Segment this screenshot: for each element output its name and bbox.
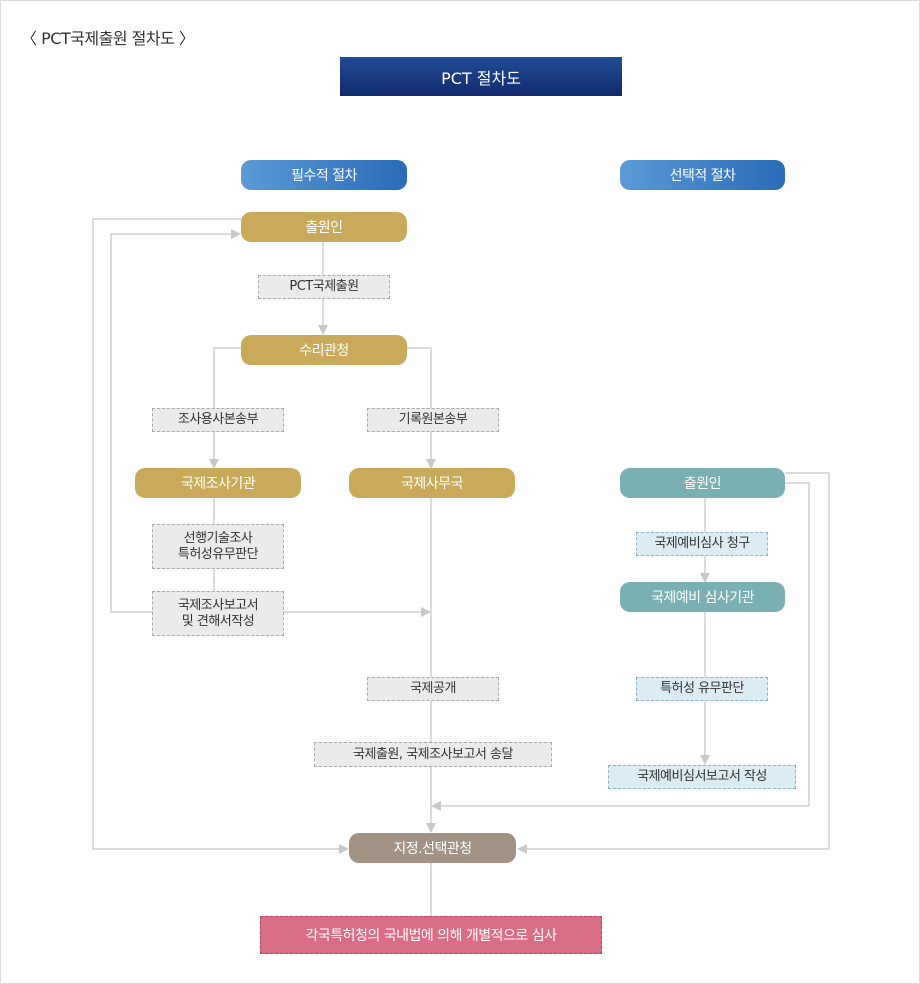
step-iper: 국제예비심서보고서 작성 [608, 765, 796, 789]
header-required: 필수적 절차 [241, 160, 407, 190]
node-applicant-optional: 출원인 [620, 468, 785, 498]
page-heading: 〈 PCT국제출원 절차도 〉 [21, 29, 195, 48]
node-national-exam: 각국특허청의 국내법에 의해 개별적으로 심사 [260, 916, 602, 954]
step-record-copy: 기록원본송부 [367, 408, 499, 432]
step-pct-filing: PCT국제출원 [258, 275, 390, 299]
node-designated-office: 지정.선택관청 [349, 833, 516, 863]
step-ipe-demand: 국제예비심사 청구 [636, 532, 768, 556]
step-search-copy: 조사용사본송부 [152, 408, 284, 432]
step-patentability: 특허성 유무판단 [636, 677, 768, 701]
header-optional: 선택적 절차 [620, 160, 785, 190]
node-isa: 국제조사기관 [135, 468, 301, 498]
node-applicant: 출원인 [241, 212, 407, 242]
node-ipea: 국제예비 심사기관 [620, 582, 785, 612]
step-transmittal: 국제출원, 국제조사보고서 송달 [314, 742, 552, 767]
diagram-title: PCT 절차도 [340, 57, 622, 96]
step-isr-written-opinion: 국제조사보고서 및 견해서작성 [152, 591, 284, 636]
step-publication: 국제공개 [367, 677, 499, 701]
step-prior-art: 선행기술조사 특허성유무판단 [152, 524, 284, 569]
node-ib: 국제사무국 [349, 468, 515, 498]
node-receiving-office: 수리관청 [241, 335, 407, 365]
